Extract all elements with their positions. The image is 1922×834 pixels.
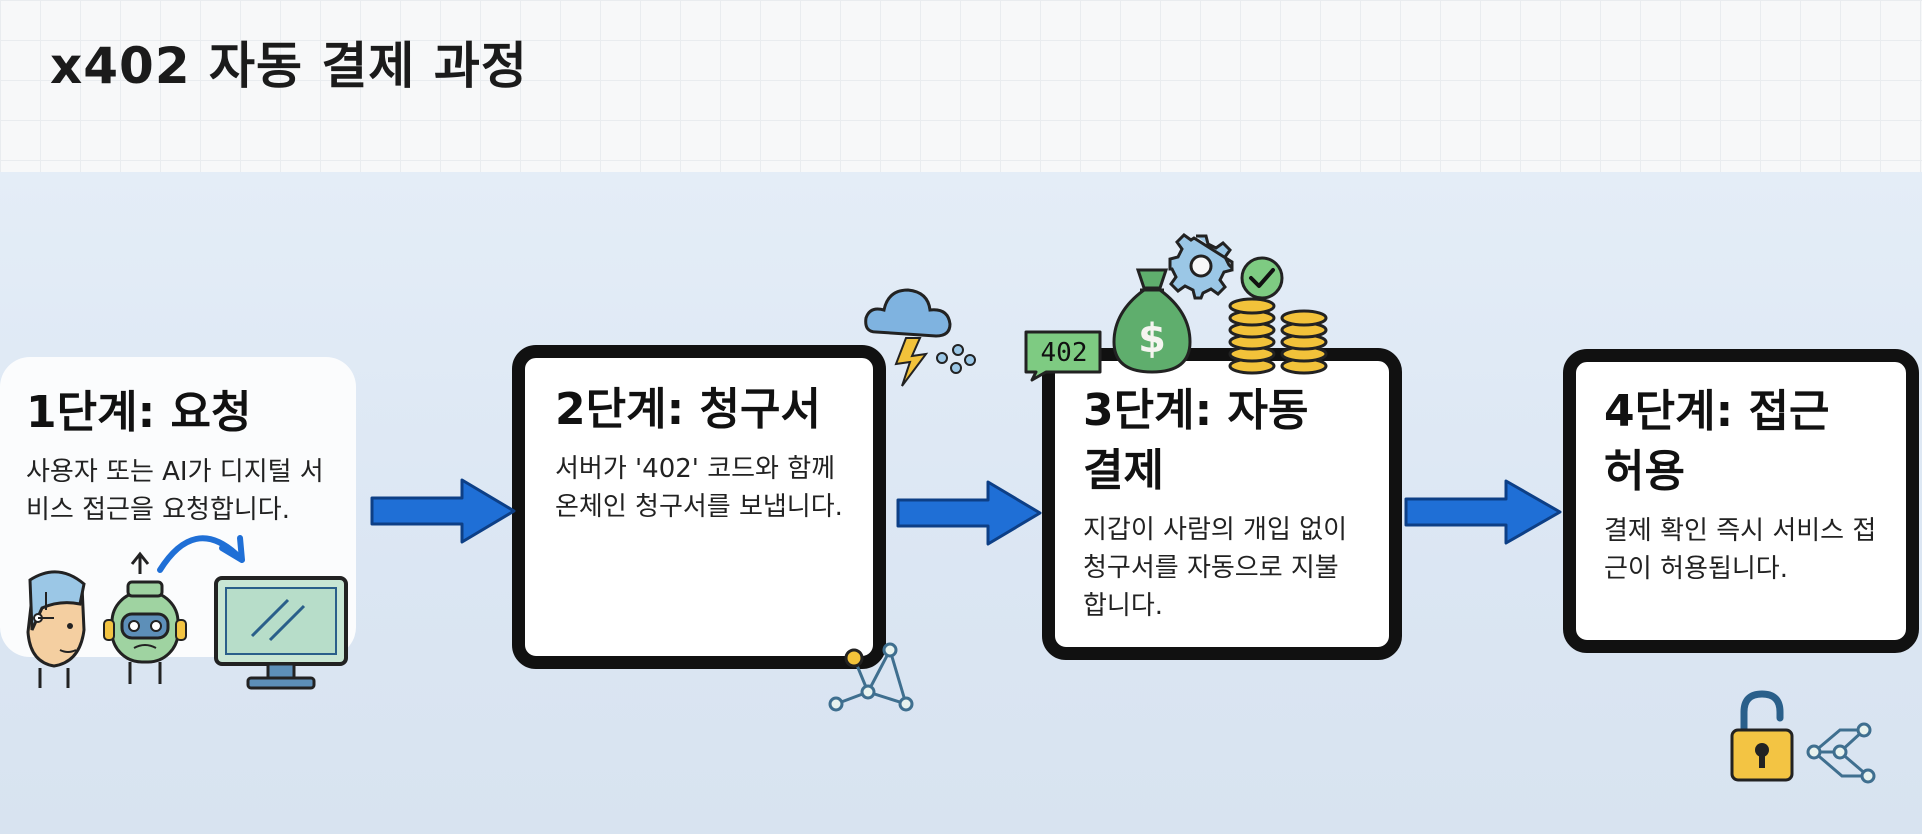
check-icon xyxy=(1240,256,1284,300)
money-bag-icon: $ xyxy=(1112,268,1192,374)
page-title: x402 자동 결제 과정 xyxy=(50,37,528,95)
step-4-body: 결제 확인 즉시 서비스 접근이 허용됩니다. xyxy=(1604,516,1877,584)
svg-text:$: $ xyxy=(1138,316,1166,362)
step-4-heading: 4단계: 접근 허용 xyxy=(1604,386,1830,497)
step-2-body: 서버가 '402' 코드와 함께 온체인 청구서를 보냅니다. xyxy=(555,454,843,522)
step-2-heading: 2단계: 청구서 xyxy=(555,384,821,435)
flow-arrow-icon xyxy=(1404,479,1562,545)
coins-icon xyxy=(1228,297,1328,375)
network-icon xyxy=(1806,722,1876,784)
step-3-body: 지갑이 사람의 개입 없이 청구서를 자동으로 지불합니다. xyxy=(1083,515,1347,621)
cloud-lightning-icon xyxy=(864,288,976,387)
step-3-card: 3단계: 자동 결제 지갑이 사람의 개입 없이 청구서를 자동으로 지불합니다… xyxy=(1042,348,1402,660)
network-icon xyxy=(828,642,914,712)
person-icon xyxy=(26,570,86,688)
step-1-heading: 1단계: 요청 xyxy=(26,387,252,438)
curved-arrow-icon xyxy=(157,535,245,573)
step-1-body: 사용자 또는 AI가 디지털 서비스 접근을 요청합니다. xyxy=(26,457,324,525)
robot-icon xyxy=(103,551,187,684)
title-band xyxy=(0,0,1922,172)
flow-arrow-icon xyxy=(896,480,1042,546)
gear-icon xyxy=(1168,233,1234,300)
invoice-402-badge: 402 xyxy=(1024,330,1102,382)
step-4-card: 4단계: 접근 허용 결제 확인 즉시 서비스 접근이 허용됩니다. xyxy=(1563,349,1919,653)
step-3-heading: 3단계: 자동 결제 xyxy=(1083,385,1309,496)
badge-402-text: 402 xyxy=(1041,338,1088,368)
padlock-open-icon xyxy=(1730,690,1794,782)
step-2-card: 2단계: 청구서 서버가 '402' 코드와 함께 온체인 청구서를 보냅니다. xyxy=(512,345,886,669)
monitor-icon xyxy=(214,576,348,690)
flow-arrow-icon xyxy=(370,478,516,544)
